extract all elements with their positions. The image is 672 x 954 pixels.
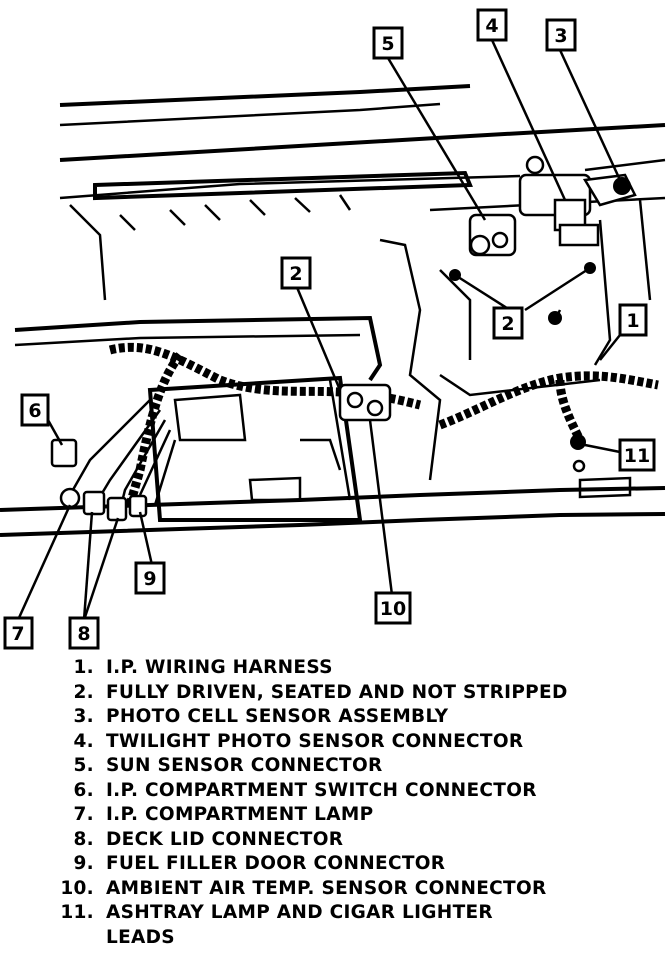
callout-6: 6 <box>20 393 50 427</box>
legend-text: FULLY DRIVEN, SEATED AND NOT STRIPPED <box>106 681 568 703</box>
callout-2a: 2 <box>280 256 312 290</box>
callout-10-label: 10 <box>380 598 406 620</box>
callout-7-label: 7 <box>11 623 24 645</box>
legend-number: 11. <box>60 902 94 923</box>
legend-item: 7. I.P. COMPARTMENT LAMP <box>50 803 650 828</box>
callout-2b: 2 <box>492 306 524 340</box>
legend-text: ASHTRAY LAMP AND CIGAR LIGHTER LEADS <box>106 902 493 948</box>
legend-text: FUEL FILLER DOOR CONNECTOR <box>106 853 446 874</box>
legend-text: I.P. COMPARTMENT SWITCH CONNECTOR <box>106 779 537 801</box>
callout-1: 1 <box>618 303 648 337</box>
legend-item: 4. TWILIGHT PHOTO SENSOR CONNECTOR <box>50 730 650 755</box>
legend-text: TWILIGHT PHOTO SENSOR CONNECTOR <box>106 730 524 752</box>
callout-9: 9 <box>134 561 166 595</box>
legend-number: 3. <box>73 706 94 727</box>
legend-item: 2. FULLY DRIVEN, SEATED AND NOT STRIPPED <box>50 681 650 706</box>
wiring-diagram: 1 2 2 3 4 5 6 7 8 9 10 11 <box>0 8 666 650</box>
legend-item: 3. PHOTO CELL SENSOR ASSEMBLY <box>50 705 650 730</box>
legend-item: 8. DECK LID CONNECTOR <box>50 828 650 853</box>
legend-item: 1. I.P. WIRING HARNESS <box>50 656 650 681</box>
callout-3: 3 <box>545 18 577 52</box>
legend-list: 1. I.P. WIRING HARNESS 2. FULLY DRIVEN, SE… <box>50 656 650 950</box>
legend-item: 11. ASHTRAY LAMP AND CIGAR LIGHTER LEADS <box>50 901 650 950</box>
callout-11-label: 11 <box>624 445 650 467</box>
callout-3-label: 3 <box>554 25 567 47</box>
legend-item: 6. I.P. COMPARTMENT SWITCH CONNECTOR <box>50 779 650 804</box>
callout-8: 8 <box>68 616 100 650</box>
callout-9-label: 9 <box>143 568 156 590</box>
legend-number: 6. <box>73 779 94 801</box>
legend-item: 10. AMBIENT AIR TEMP. SENSOR CONNECTOR <box>50 877 650 902</box>
callout-4: 4 <box>476 8 508 42</box>
callout-5: 5 <box>372 26 404 60</box>
wiring-harness <box>50 342 659 522</box>
callout-4-label: 4 <box>485 15 498 37</box>
legend-number: 1. <box>73 657 94 678</box>
legend-number: 5. <box>73 755 94 776</box>
legend-item: 5. SUN SENSOR CONNECTOR <box>50 754 650 779</box>
callout-10: 10 <box>374 591 412 625</box>
callout-2a-label: 2 <box>289 263 302 285</box>
legend-text: DECK LID CONNECTOR <box>106 828 344 850</box>
legend-text: I.P. WIRING HARNESS <box>106 657 333 678</box>
legend-text: SUN SENSOR CONNECTOR <box>106 755 383 776</box>
legend-number: 8. <box>73 828 94 850</box>
legend-number: 10. <box>60 877 94 899</box>
legend-number: 4. <box>73 730 94 752</box>
legend-number: 9. <box>73 853 94 874</box>
callout-8-label: 8 <box>77 623 90 645</box>
callout-7: 7 <box>3 616 34 650</box>
legend-number: 7. <box>73 804 94 825</box>
instrument-panel-body <box>0 199 666 537</box>
legend-item: 9. FUEL FILLER DOOR CONNECTOR <box>50 852 650 877</box>
legend-text: AMBIENT AIR TEMP. SENSOR CONNECTOR <box>106 877 547 899</box>
legend-number: 2. <box>73 681 94 703</box>
legend-text: I.P. COMPARTMENT LAMP <box>106 804 374 825</box>
leader-lines <box>16 39 633 621</box>
callout-5-label: 5 <box>381 33 394 55</box>
callout-2b-label: 2 <box>501 313 514 335</box>
callout-1-label: 1 <box>626 310 639 332</box>
legend-text: PHOTO CELL SENSOR ASSEMBLY <box>106 706 449 727</box>
sensor-cluster <box>449 155 637 325</box>
dashboard-outline <box>59 84 666 301</box>
callout-6-label: 6 <box>28 400 41 422</box>
callout-11: 11 <box>618 438 656 472</box>
